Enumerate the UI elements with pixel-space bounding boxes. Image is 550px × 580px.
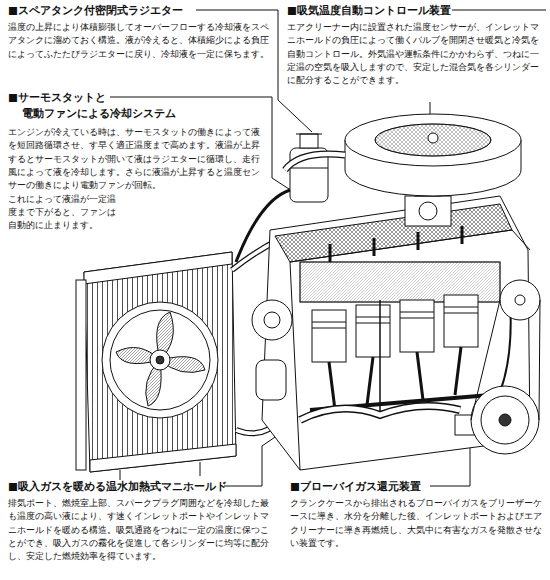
section-heading: ■スペアタンク付密閉式ラジエター	[8, 3, 183, 18]
alternator	[252, 300, 292, 400]
spark-plug	[330, 226, 462, 262]
leader-line	[452, 10, 546, 11]
section-heading: ■サーモスタットと	[8, 90, 106, 105]
pulley	[471, 280, 540, 454]
section-text: エンジンが冷えている時は、サーモスタットの働きによって液を短回路循環させ、す早く…	[8, 125, 266, 192]
section-text: 温度の上昇により体積膨張してオーバーフローする冷却液をスペアタンクに溜めておく構…	[8, 20, 270, 60]
section-text: クランクケースから排出されるブローバイガスをブリーザーケースに導き、水分を分離し…	[290, 496, 545, 549]
piston	[310, 295, 490, 410]
section-text: 排気ポート、燃焼室上部、スパークプラグ周囲などを冷却した最も温度の高い液により、…	[8, 496, 272, 563]
air-cleaner	[285, 114, 521, 196]
radiator	[76, 252, 236, 480]
section-text: エアクリーナー内に設置された温度センサーが、インレットマニホールドの負圧によって…	[287, 20, 545, 87]
section-heading: ■ブローバイガス還元装置	[290, 479, 421, 494]
section-text: これによって液温が一定温度まで下がると、ファンは自動的に止まります。	[8, 192, 122, 232]
section-heading: 電動ファンによる冷却システム	[22, 106, 176, 121]
intake-manifold	[300, 300, 460, 420]
section-heading: ■吸気温度自動コントロール装置	[287, 3, 451, 18]
section-heading: ■吸入ガスを暖める温水加熱式マニホールド	[8, 479, 227, 494]
